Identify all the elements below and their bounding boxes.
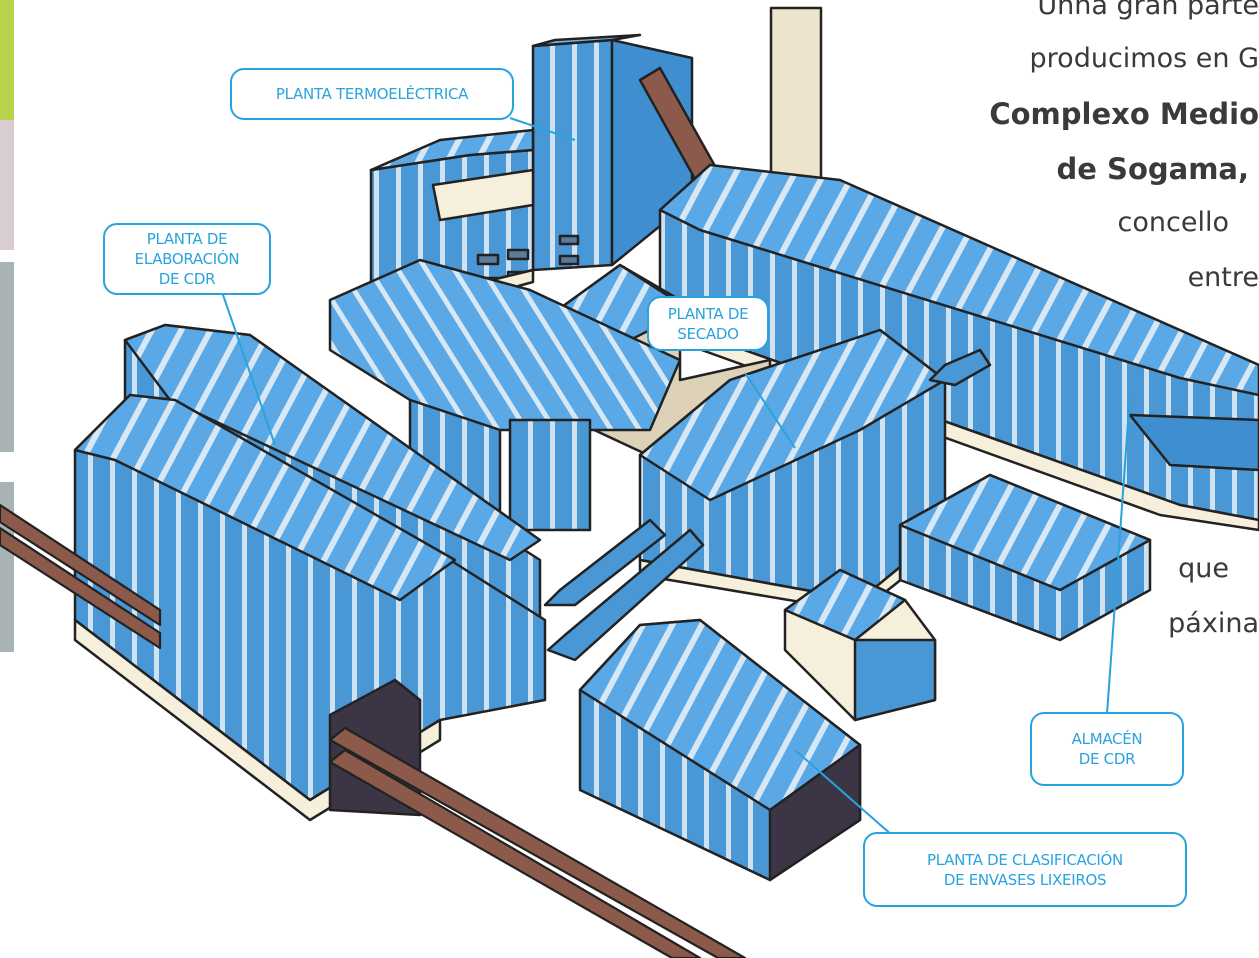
leader-lines <box>221 117 1131 837</box>
secado-plant <box>328 258 992 662</box>
prose-line-5: concello <box>1117 207 1229 238</box>
small-buildings <box>783 473 1152 722</box>
label-planta-elaboracion-cdr: PLANTA DE ELABORACIÓN DE CDR <box>103 223 271 295</box>
prose-line-7: que <box>1178 553 1229 584</box>
prose-line-2: producimos en G <box>1029 43 1259 74</box>
prose-line-8: páxina <box>1168 608 1259 639</box>
prose-line-6: entre <box>1187 262 1259 293</box>
label-almacen-cdr: ALMACÉN DE CDR <box>1030 712 1184 786</box>
label-planta-clasificacion: PLANTA DE CLASIFICACIÓN DE ENVASES LIXEI… <box>863 832 1187 907</box>
prose-line-4: de Sogama, <box>1056 152 1249 186</box>
label-planta-termoelectrica: PLANTA TERMOELÉCTRICA <box>230 68 514 120</box>
conveyor-pipes <box>0 503 747 958</box>
left-color-strip <box>0 0 14 652</box>
clasificacion-plant <box>578 618 862 882</box>
prose-line-1: Unha gran parte <box>1037 0 1259 21</box>
label-planta-secado: PLANTA DE SECADO <box>647 296 769 351</box>
prose-line-3: Complexo Medio <box>989 97 1259 131</box>
almacen-cdr-building <box>658 163 1259 532</box>
